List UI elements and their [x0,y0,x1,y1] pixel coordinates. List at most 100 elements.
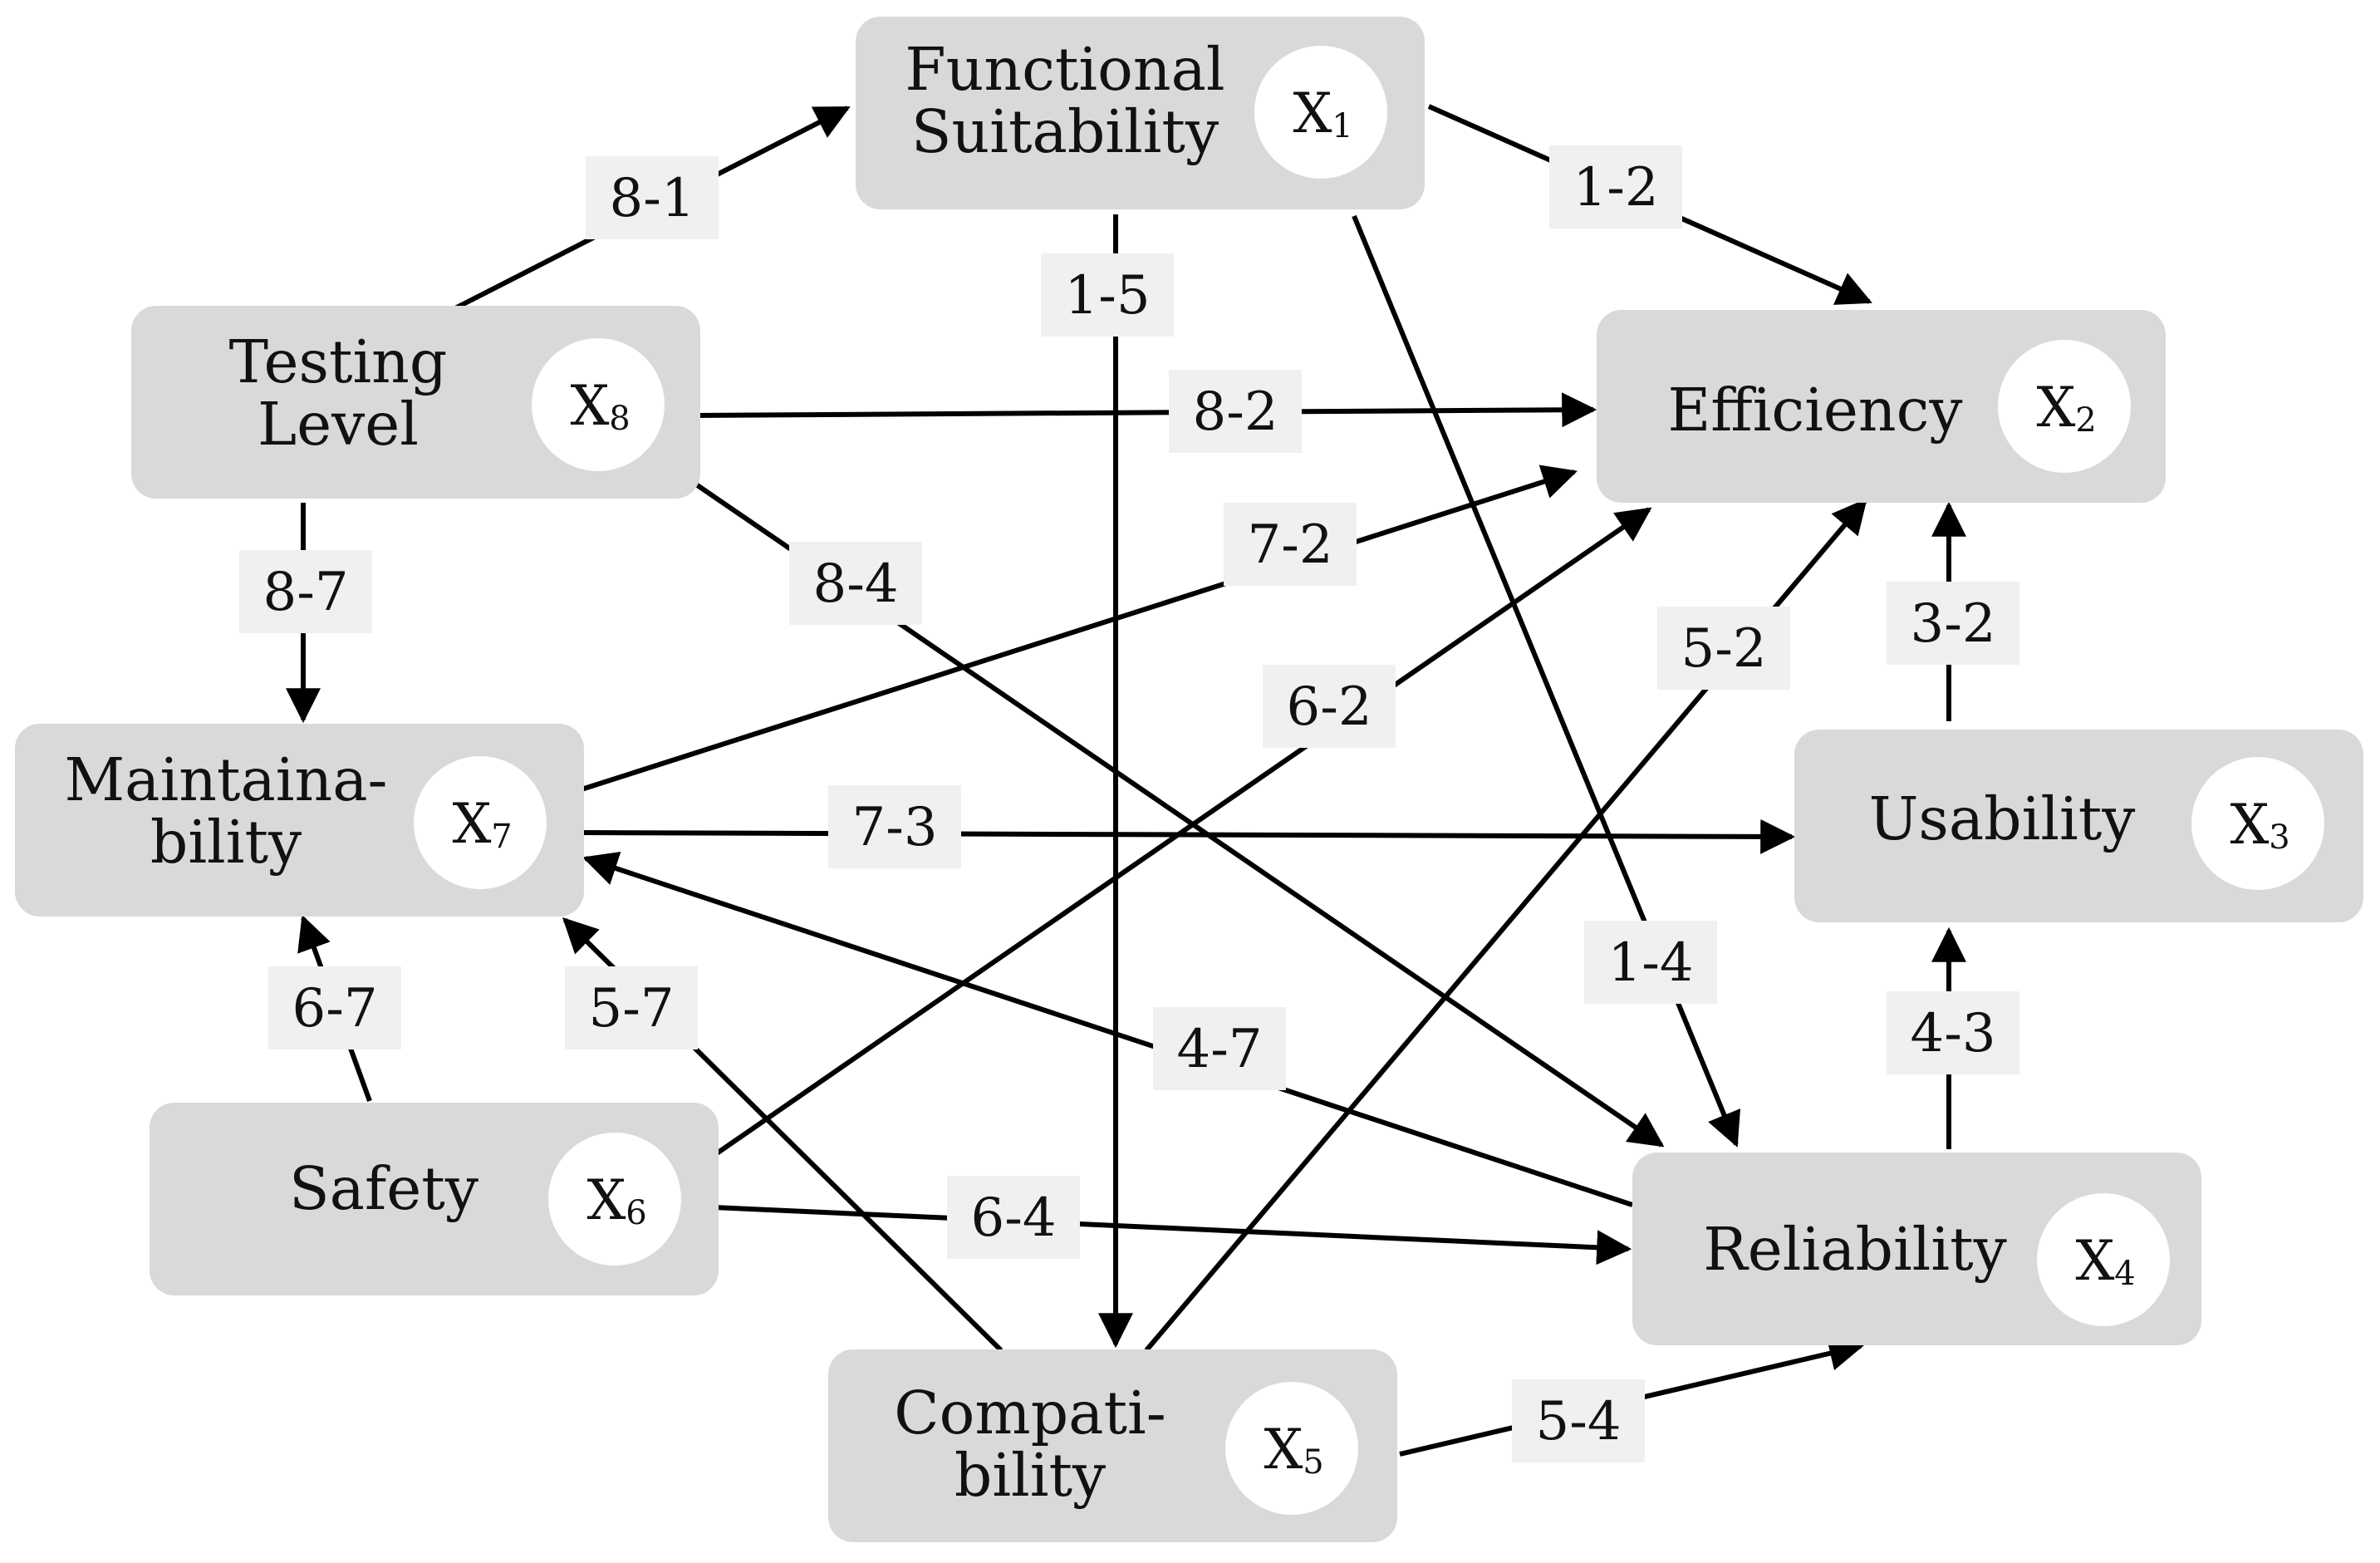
node-label-line: Maintaina- [64,745,387,814]
edge-label-text: 6-2 [1286,676,1372,738]
node-label-line: Efficiency [1667,376,1962,445]
edge-arrow-4-7 [582,851,1633,1207]
node-badge [1998,340,2131,473]
edge-label-text: 1-5 [1064,265,1150,327]
node-label-line: Suitability [911,97,1219,166]
edge-label-box [1657,607,1790,690]
node-badge-subscript: 1 [1332,107,1352,145]
edge-label-text: 8-1 [609,168,694,229]
edge-label-text: 3-2 [1910,593,1995,655]
edge-label-text: 6-7 [292,978,377,1040]
edge-label-box [947,1176,1080,1259]
edge-arrow-8-2 [693,392,1597,428]
node-label-line: Compati- [894,1379,1165,1447]
node-badge-letter: X [2230,793,2270,857]
edge-label-8-7: 8-7 [239,550,372,633]
node-badge [414,756,547,889]
edge-label-8-1: 8-1 [586,156,719,239]
node-badge-subscript: 3 [2269,818,2289,857]
node-label-line: bility [954,1441,1106,1510]
node-badge-subscript: 6 [626,1194,646,1232]
edge-label-text: 5-4 [1535,1391,1621,1452]
node-label-line: Usability [1869,784,2136,853]
edge-label-7-3: 7-3 [828,785,961,868]
edge-label-text: 8-7 [263,562,348,623]
edge-label-box [1169,370,1302,453]
node-badge [1225,1382,1358,1515]
edge-label-box [828,785,961,868]
edge-label-6-4: 6-4 [947,1176,1080,1259]
edge-label-3-2: 3-2 [1887,582,2019,665]
edge-label-box [1549,145,1682,229]
node-badge [2037,1193,2170,1326]
edge-label-text: 6-4 [970,1187,1056,1249]
edge-label-8-2: 8-2 [1169,370,1302,453]
node-badge [2191,757,2324,890]
edge-label-box [1041,253,1174,337]
edge-label-box [1887,582,2019,665]
edge-label-text: 7-2 [1247,514,1332,576]
edge-label-box [1153,1007,1286,1090]
node-badge-letter: X [1264,1418,1303,1482]
edge-label-text: 1-4 [1607,932,1693,994]
edge-label-text: 1-2 [1573,157,1658,219]
node-badge-subscript: 4 [2114,1255,2135,1293]
node-badge-letter: X [587,1168,626,1232]
edge-label-box [789,542,922,625]
edge-label-text: 7-3 [851,797,937,858]
node-badge [1254,46,1387,179]
node-badge-letter: X [1293,81,1332,145]
node-badge-letter: X [2037,376,2076,440]
edge-label-box [565,966,698,1049]
edge-label-text: 4-7 [1176,1019,1262,1080]
edge-label-1-2: 1-2 [1549,145,1682,229]
edge-label-box [239,550,372,633]
edge-label-5-7: 5-7 [565,966,698,1049]
node-badge-subscript: 5 [1303,1443,1323,1482]
edge-label-1-5: 1-5 [1041,253,1174,337]
edge-labels-layer: 8-1 1-2 1-5 8-2 8-7 8-4 7-2 6-2 5-2 3-2 7-3 1-4 4-3 6… [239,145,2019,1462]
edge-label-box [268,966,401,1049]
edge-label-box [1584,921,1717,1004]
edge-label-5-4: 5-4 [1512,1379,1645,1462]
node-label-line: Level [258,390,419,459]
node-label-line: bility [150,808,302,877]
node-label-line: Testing [229,327,448,396]
edge-arrow-7-3 [581,818,1796,854]
edge-label-8-4: 8-4 [789,542,922,625]
edge-label-box [1224,503,1357,586]
edge-arrow-6-4 [714,1205,1632,1266]
edge-label-text: 8-4 [812,553,898,615]
edge-label-text: 8-2 [1192,381,1278,443]
node-label-line: Reliability [1703,1215,2006,1284]
edge-label-4-7: 4-7 [1153,1007,1286,1090]
edge-label-4-3: 4-3 [1887,991,2019,1074]
node-badge-subscript: 2 [2075,401,2096,440]
edge-label-6-7: 6-7 [268,966,401,1049]
edge-label-text: 5-7 [588,978,674,1040]
edge-label-7-2: 7-2 [1224,503,1357,586]
node-badge [548,1133,681,1266]
edge-label-text: 5-2 [1681,618,1766,680]
edge-label-text: 4-3 [1910,1003,1995,1064]
node-badge [532,338,665,471]
node-label-line: Functional [905,35,1224,104]
node-badge-subscript: 7 [491,818,512,856]
edge-label-box [1263,665,1396,748]
edge-label-5-2: 5-2 [1657,607,1790,690]
edge-label-box [586,156,719,239]
node-badge-letter: X [453,792,492,856]
edge-label-6-2: 6-2 [1263,665,1396,748]
edge-label-box [1512,1379,1645,1462]
edge-label-box [1887,991,2019,1074]
